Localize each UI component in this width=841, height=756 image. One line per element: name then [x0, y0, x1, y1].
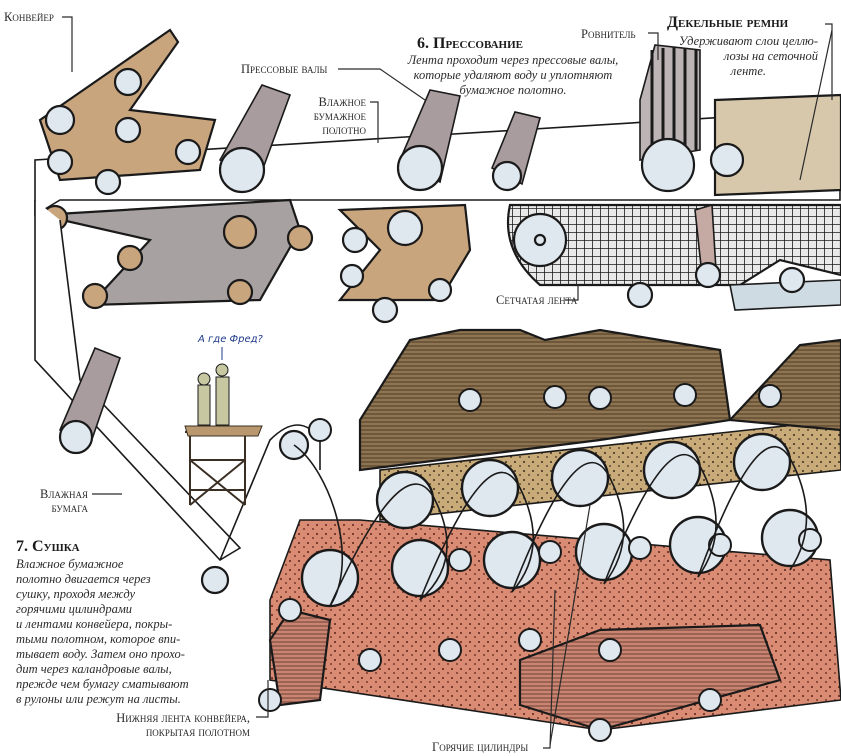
hot-cylinder [460, 458, 520, 518]
label-press-rolls: Прессовые валы [241, 62, 328, 76]
wire-mesh-belt [506, 203, 841, 287]
section-7-text-line: тывает воду. Затем оно прохо- [16, 647, 185, 661]
label-dandy-roll: Ровнитель [581, 27, 636, 41]
label-conveyor: Конвейер [4, 10, 54, 24]
hot-cylinder [732, 432, 792, 492]
paper-web-path [293, 444, 808, 607]
label-wire-mesh: Сетчатая лента [496, 293, 578, 307]
hot-cylinder [300, 548, 360, 608]
scaffold-with-workers [184, 347, 263, 506]
roller [113, 67, 143, 97]
hot-cylinder [375, 470, 435, 530]
felt-roller [673, 383, 697, 407]
label-lower-felt-line1: Нижняя лента конвейера, [116, 711, 250, 725]
section-6-text-line: Лента проходит через прессовые валы, [407, 53, 619, 67]
felt-roller [708, 533, 732, 557]
lower-felt [39, 198, 302, 307]
section-7-text: Влажное бумажное полотно двигается через… [16, 557, 216, 707]
label-wet-web-line1: Влажное [318, 95, 366, 109]
label-wet-paper-line2: бумага [51, 501, 88, 515]
section-6-text: Лента проходит через прессовые валы, кот… [388, 53, 638, 98]
felt-roller [458, 388, 482, 412]
label-lower-felt-line2: покрытая полотном [145, 725, 250, 739]
roller [286, 224, 314, 252]
section-6-text-line: бумажное полотно. [459, 83, 567, 97]
speech-bubble: А где Фред? [198, 334, 263, 345]
press-section [34, 28, 841, 324]
label-wet-web-line2: бумажное [313, 109, 366, 123]
press-roll [218, 84, 292, 194]
roller [116, 244, 144, 272]
roller [114, 116, 142, 144]
section-7-text-line: дит через каландровые валы, [16, 662, 172, 676]
roller [174, 138, 202, 166]
label-lower-felt: Нижняя лента конвейера, покрытая полотно… [60, 711, 250, 739]
dryer-section [258, 328, 841, 742]
felt-roller [308, 418, 332, 442]
felt-roller [278, 598, 302, 622]
section-7-text-line: прежде чем бумагу сматывают [16, 677, 189, 691]
deckle-belts-title: Декельные ремни [667, 14, 789, 31]
roller [226, 278, 254, 306]
section-7-text-line: Влажное бумажное [16, 557, 124, 571]
felt-roller [518, 628, 542, 652]
felt-roller [598, 638, 622, 662]
deckle-belts-text: Удерживают слои целлю- лозы на сеточной … [668, 34, 818, 79]
felt-roller [698, 688, 722, 712]
section-6-title: 6. Прессование [417, 35, 523, 52]
upper-felt [38, 28, 217, 182]
roller [81, 282, 109, 310]
dandy-roll [639, 44, 701, 193]
label-wet-paper: Влажная бумага [14, 487, 88, 515]
felt-roller [358, 648, 382, 672]
felt-roller [628, 536, 652, 560]
forming-section [506, 44, 841, 311]
felt-roller [538, 540, 562, 564]
felt-roller [798, 528, 822, 552]
section-6-text-line: которые удаляют воду и уплотняют [413, 68, 613, 82]
transfer-section [34, 200, 321, 595]
section-7-text-line: и лентами конвейера, покры- [16, 617, 173, 631]
label-wet-paper-line1: Влажная [39, 487, 88, 501]
hot-cylinder [550, 448, 610, 508]
deckle-text-line: лозы на сеточной [723, 49, 818, 63]
label-wet-web-line3: полотно [322, 123, 366, 137]
roller [44, 104, 76, 136]
section-7-text-line: горячими цилиндрами [16, 602, 133, 616]
section-7-text-line: полотно двигается через [16, 572, 151, 586]
deckle-text-line: Удерживают слои целлю- [678, 34, 818, 48]
section-7-text-line: в рулоны или режут на листы. [16, 692, 181, 706]
hot-cylinder [642, 440, 702, 500]
felt-roller [258, 688, 282, 712]
label-hot-cylinders: Горячие цилиндры [432, 740, 529, 754]
felt-roller [588, 386, 612, 410]
felt-roller [438, 638, 462, 662]
hot-cylinder [482, 530, 542, 590]
roller [46, 148, 74, 176]
section-7-text-line: тыми полотном, которое впи- [16, 632, 181, 646]
felt-roller [448, 548, 472, 572]
hot-cylinder [390, 538, 450, 598]
felt-roller [588, 718, 612, 742]
guide-roll [58, 346, 122, 455]
roller [94, 168, 122, 196]
press-roll [396, 89, 461, 192]
press-roll [490, 111, 541, 192]
roller [222, 214, 258, 250]
deckle-text-line: ленте. [730, 64, 766, 78]
label-wet-web: Влажное бумажное полотно [300, 95, 366, 137]
felt-roller [543, 385, 567, 409]
felt-roller [758, 384, 782, 408]
leader-lines [62, 16, 833, 749]
section-7-title: 7. Сушка [16, 538, 80, 555]
section-7-text-line: сушку, проходя между [16, 587, 136, 601]
